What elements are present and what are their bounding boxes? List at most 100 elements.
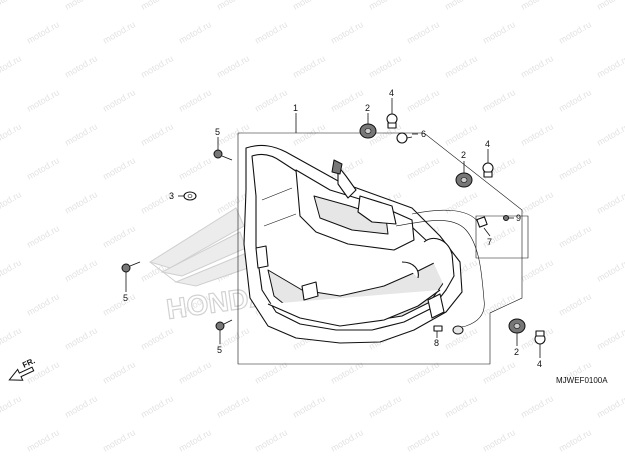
watermark-text: motod.ru [0, 0, 23, 12]
watermark-text: motod.ru [481, 291, 517, 317]
watermark-text: motod.ru [519, 0, 555, 12]
watermark-text: motod.ru [139, 53, 175, 79]
subgroup-box-7-9 [475, 215, 529, 259]
watermark-text: motod.ru [595, 189, 625, 215]
callout-9: 9 [516, 213, 521, 223]
watermark-text: motod.ru [0, 121, 23, 147]
watermark-text: motod.ru [139, 325, 175, 351]
callout-5-top: 5 [215, 127, 220, 137]
grommet-2-bottom [508, 318, 526, 334]
callout-2-mid: 2 [461, 150, 466, 160]
watermark-text: motod.ru [139, 121, 175, 147]
watermark-text: motod.ru [253, 19, 289, 45]
watermark-text: motod.ru [63, 0, 99, 12]
watermark-text: motod.ru [139, 0, 175, 12]
clip-9 [503, 215, 509, 221]
callout-1: 1 [293, 103, 298, 113]
watermark-text: motod.ru [443, 53, 479, 79]
callout-2-top: 2 [365, 103, 370, 113]
watermark-text: motod.ru [367, 53, 403, 79]
watermark-text: motod.ru [481, 427, 517, 453]
watermark-text: motod.ru [291, 393, 327, 419]
callout-3: 3 [169, 191, 174, 201]
watermark-text: motod.ru [215, 53, 251, 79]
watermark-text: motod.ru [519, 257, 555, 283]
watermark-text: motod.ru [557, 291, 593, 317]
watermark-text: motod.ru [177, 155, 213, 181]
watermark-text: motod.ru [595, 53, 625, 79]
callout-5-left: 5 [123, 293, 128, 303]
callout-7: 7 [487, 237, 492, 247]
watermark-text: motod.ru [405, 155, 441, 181]
callout-4-bottom: 4 [537, 359, 542, 369]
watermark-text: motod.ru [329, 87, 365, 113]
watermark-text: motod.ru [25, 223, 61, 249]
watermark-text: motod.ru [101, 19, 137, 45]
watermark-text: motod.ru [101, 291, 137, 317]
watermark-text: motod.ru [557, 19, 593, 45]
watermark-text: motod.ru [63, 53, 99, 79]
collar-4-top [386, 113, 398, 129]
watermark-text: motod.ru [177, 427, 213, 453]
diagram-code: MJWEF0100A [556, 376, 608, 385]
watermark-text: motod.ru [25, 155, 61, 181]
watermark-text: motod.ru [557, 427, 593, 453]
watermark-text: motod.ru [63, 121, 99, 147]
callout-5-bottom: 5 [217, 345, 222, 355]
watermark-text: motod.ru [595, 0, 625, 12]
watermark-text: motod.ru [329, 19, 365, 45]
callout-6: 6 [421, 129, 426, 139]
watermark-text: motod.ru [0, 189, 23, 215]
watermark-text: motod.ru [25, 19, 61, 45]
watermark-text: motod.ru [595, 121, 625, 147]
grommet-2-mid [455, 172, 473, 188]
watermark-text: motod.ru [291, 53, 327, 79]
watermark-text: motod.ru [101, 359, 137, 385]
watermark-text: motod.ru [557, 87, 593, 113]
watermark-text: motod.ru [291, 121, 327, 147]
watermark-text: motod.ru [595, 257, 625, 283]
watermark-text: motod.ru [101, 427, 137, 453]
washer-3 [183, 191, 197, 201]
grommet-2-top [359, 123, 377, 139]
watermark-text: motod.ru [405, 87, 441, 113]
watermark-text: motod.ru [63, 257, 99, 283]
front-direction-arrow-icon [8, 366, 35, 381]
watermark-text: motod.ru [443, 393, 479, 419]
watermark-text: motod.ru [63, 325, 99, 351]
watermark-text: motod.ru [253, 427, 289, 453]
leader-lines [125, 98, 541, 358]
watermark-text: motod.ru [63, 393, 99, 419]
watermark-text: motod.ru [481, 19, 517, 45]
watermark-text: motod.ru [215, 121, 251, 147]
watermark-text: motod.ru [557, 223, 593, 249]
bolt-5-bottom [215, 319, 233, 331]
bolt-5-left [121, 261, 141, 273]
watermark-text: motod.ru [63, 189, 99, 215]
watermark-text: motod.ru [481, 359, 517, 385]
watermark-text: motod.ru [595, 325, 625, 351]
watermark-text: motod.ru [367, 0, 403, 12]
watermark-text: motod.ru [557, 155, 593, 181]
watermark-text: motod.ru [595, 393, 625, 419]
watermark-text: motod.ru [405, 359, 441, 385]
watermark-text: motod.ru [177, 19, 213, 45]
callout-4-top: 4 [389, 88, 394, 98]
watermark-text: motod.ru [481, 87, 517, 113]
watermark-text: motod.ru [0, 257, 23, 283]
watermark-text: motod.ru [519, 121, 555, 147]
headlight-housing [243, 144, 463, 344]
watermark-text: motod.ru [443, 0, 479, 12]
watermark-text: motod.ru [405, 19, 441, 45]
screw-6 [396, 132, 413, 144]
watermark-text: motod.ru [405, 427, 441, 453]
watermark-text: motod.ru [519, 189, 555, 215]
watermark-text: motod.ru [329, 359, 365, 385]
watermark-text: motod.ru [177, 359, 213, 385]
assembly-boundary [237, 132, 523, 365]
watermark-text: motod.ru [519, 393, 555, 419]
watermark-text: motod.ru [443, 121, 479, 147]
collar-4-bottom [534, 330, 546, 345]
watermark-text: motod.ru [25, 427, 61, 453]
